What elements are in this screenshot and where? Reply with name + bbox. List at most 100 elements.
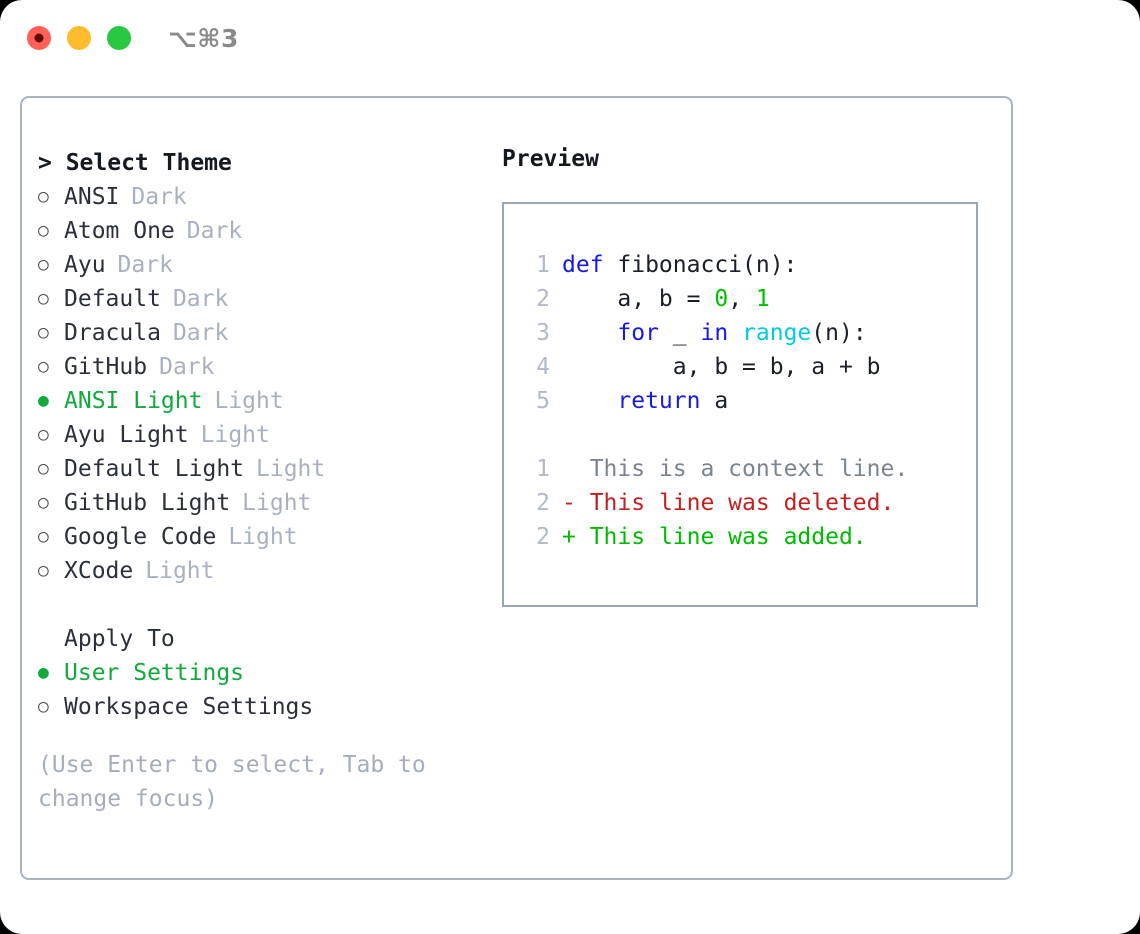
line-number: 4 <box>536 354 550 380</box>
theme-name: Google Code <box>64 524 217 550</box>
theme-option-atom-one-dark[interactable]: ○ Atom One Dark <box>38 214 478 248</box>
theme-variant-tag: Light <box>242 490 312 516</box>
line-number: 2 <box>536 524 550 550</box>
radio-icon: ○ <box>38 254 49 275</box>
radio-selected-icon: ● <box>38 390 49 411</box>
radio-icon: ○ <box>38 288 49 309</box>
apply-to-option-workspace-settings[interactable]: ○ Workspace Settings <box>38 690 478 724</box>
radio-icon: ○ <box>38 526 49 547</box>
code-token: for <box>617 320 659 346</box>
apply-to-option-label: User Settings <box>64 660 245 686</box>
code-token: range <box>742 320 812 346</box>
theme-name: Default <box>64 286 161 312</box>
radio-icon: ○ <box>38 560 49 581</box>
maximize-button[interactable] <box>107 26 131 50</box>
radio-icon: ○ <box>38 322 49 343</box>
diff-sign: - <box>562 490 576 516</box>
code-line: 4 a, b = b, a + b <box>520 350 976 384</box>
diff-text: This line was added. <box>575 524 867 550</box>
line-number: 1 <box>536 252 550 278</box>
line-number: 1 <box>536 456 550 482</box>
theme-name: ANSI <box>64 184 120 210</box>
minimize-button[interactable] <box>67 26 91 50</box>
traffic-light-buttons <box>27 26 131 50</box>
theme-option-github-dark[interactable]: ○ GitHub Dark <box>38 350 478 384</box>
theme-variant-tag: Light <box>256 456 326 482</box>
theme-option-ayu-dark[interactable]: ○ Ayu Dark <box>38 248 478 282</box>
code-token: 0 <box>714 286 729 312</box>
code-line: 3 for _ in range (n): <box>520 316 976 350</box>
radio-icon: ○ <box>38 492 49 513</box>
keyboard-shortcut-label: ⌥⌘3 <box>168 24 239 53</box>
theme-variant-tag: Dark <box>131 184 187 210</box>
theme-option-default-light[interactable]: ○ Default Light Light <box>38 452 478 486</box>
theme-list-column: > Select Theme ○ ANSI Dark ○ Atom One Da… <box>38 146 478 816</box>
code-token: _ <box>658 320 701 346</box>
theme-name: GitHub Light <box>64 490 231 516</box>
code-line: 1 def fibonacci(n): <box>520 248 976 282</box>
code-token: 1 <box>755 286 770 312</box>
theme-selector-panel: > Select Theme ○ ANSI Dark ○ Atom One Da… <box>20 96 1013 880</box>
theme-variant-tag: Dark <box>186 218 243 244</box>
radio-icon: ○ <box>38 220 49 241</box>
theme-name: Default Light <box>64 456 245 482</box>
apply-to-option-label: Workspace Settings <box>64 694 314 720</box>
radio-icon: ○ <box>38 696 49 717</box>
diff-text: This is a context line. <box>575 456 909 482</box>
theme-variant-tag: Dark <box>172 286 229 312</box>
code-token <box>562 320 617 346</box>
code-token: a, b = <box>562 286 715 312</box>
line-number: 3 <box>536 320 550 346</box>
theme-variant-tag: Light <box>228 524 298 550</box>
code-token: in <box>700 320 729 346</box>
theme-option-google-code[interactable]: ○ Google Code Light <box>38 520 478 554</box>
theme-option-dracula-dark[interactable]: ○ Dracula Dark <box>38 316 478 350</box>
theme-option-github-light[interactable]: ○ GitHub Light Light <box>38 486 478 520</box>
radio-icon: ○ <box>38 458 49 479</box>
theme-name: Dracula <box>64 320 161 346</box>
preview-title: Preview <box>502 146 599 172</box>
line-number: 2 <box>536 286 550 312</box>
preview-section-gap <box>520 418 976 452</box>
code-token: fibonacci(n): <box>603 252 798 278</box>
preview-box: 1 def fibonacci(n): 2 a, b = 0 , 1 3 for <box>502 202 978 607</box>
theme-option-default-dark[interactable]: ○ Default Dark <box>38 282 478 316</box>
theme-option-ansi-dark[interactable]: ○ ANSI Dark <box>38 180 478 214</box>
theme-variant-tag: Dark <box>159 354 215 380</box>
theme-name: ANSI Light <box>64 388 203 414</box>
theme-variant-tag: Light <box>200 422 270 448</box>
preview-column: Preview 1 def fibonacci(n): 2 a, b = 0 ,… <box>502 146 992 607</box>
radio-selected-icon: ● <box>38 662 49 683</box>
diff-sign: + <box>562 524 576 550</box>
code-line: 5 return a <box>520 384 976 418</box>
code-token <box>728 320 742 346</box>
theme-option-ayu-light[interactable]: ○ Ayu Light Light <box>38 418 478 452</box>
code-token: a, b = b, a + b <box>562 354 881 380</box>
radio-icon: ○ <box>38 356 49 377</box>
code-token <box>562 388 617 414</box>
code-token: (n): <box>811 320 867 346</box>
theme-name: XCode <box>64 558 134 584</box>
diff-sign <box>562 456 576 482</box>
theme-variant-tag: Dark <box>172 320 229 346</box>
select-theme-header: > Select Theme <box>38 146 478 180</box>
theme-name: GitHub <box>64 354 148 380</box>
line-number: 2 <box>536 490 550 516</box>
code-line: 2 a, b = 0 , 1 <box>520 282 976 316</box>
close-button[interactable] <box>27 26 51 50</box>
code-token: def <box>562 252 604 278</box>
line-number: 5 <box>536 388 550 414</box>
apply-to-header-label: Apply To <box>64 626 175 652</box>
radio-icon: ○ <box>38 186 49 207</box>
code-token: , <box>728 286 756 312</box>
select-theme-header-label: > Select Theme <box>38 150 232 176</box>
theme-name: Atom One <box>64 218 175 244</box>
theme-option-ansi-light[interactable]: ● ANSI Light Light <box>38 384 478 418</box>
keyboard-hint-text: (Use Enter to select, Tab to change focu… <box>38 752 426 812</box>
theme-name: Ayu <box>64 252 106 278</box>
diff-line-deleted: 2 - This line was deleted. <box>520 486 976 520</box>
apply-to-option-user-settings[interactable]: ● User Settings <box>38 656 478 690</box>
diff-text: This line was deleted. <box>575 490 895 516</box>
theme-option-xcode[interactable]: ○ XCode Light <box>38 554 478 588</box>
